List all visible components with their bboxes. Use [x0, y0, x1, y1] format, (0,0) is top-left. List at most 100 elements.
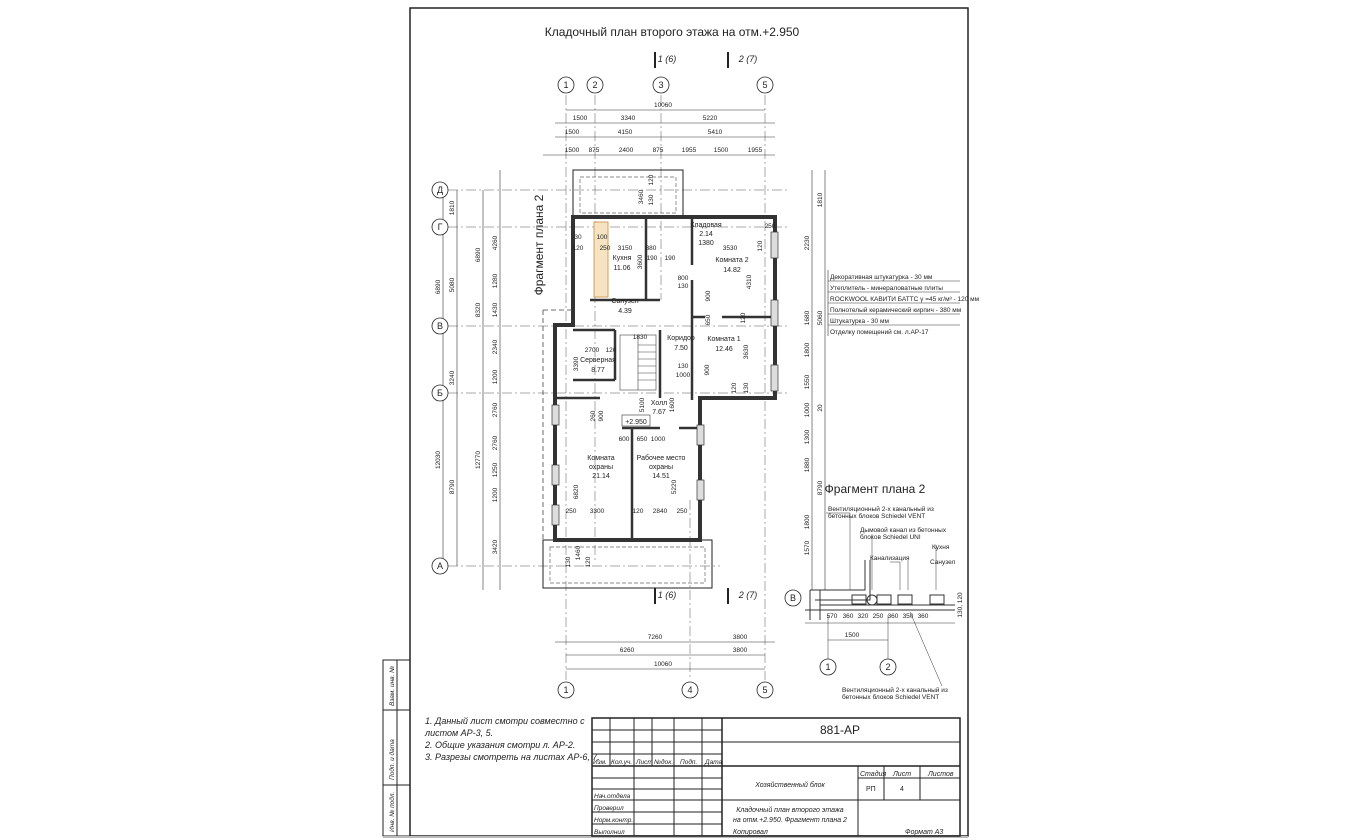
fragment-detail	[805, 512, 955, 687]
axis-grid-lines	[448, 95, 790, 680]
room-name: Комната 1	[707, 336, 740, 343]
wall-legend-row: Декоративная штукатурка - 30 мм	[830, 274, 933, 281]
dimension: 2700	[585, 347, 600, 354]
dimension: 30	[574, 234, 582, 241]
dimension: 2400	[619, 147, 634, 154]
dimension: 1300	[804, 429, 811, 444]
dimension: 3340	[621, 115, 636, 122]
room-name: охраны	[589, 464, 613, 471]
dimension-lines	[442, 109, 826, 670]
axis-label: Д	[437, 185, 443, 195]
room-name: Холл	[651, 400, 668, 407]
dimension: 1280	[492, 273, 499, 288]
general-note: 1. Данный лист смотри совместно с	[425, 716, 585, 726]
section-mark-label: 2 (7)	[738, 54, 758, 64]
axis-label: В	[437, 321, 443, 331]
stage-value: РП	[866, 786, 876, 793]
dimension: 130	[678, 283, 689, 290]
dimension: 650	[637, 436, 648, 443]
dimension: 1500	[845, 632, 860, 639]
dimension: 1500	[565, 129, 580, 136]
copied-label: Копировал	[733, 829, 768, 836]
windows	[551, 231, 779, 526]
wall-legend-lines	[827, 270, 960, 336]
dimension: 120	[731, 382, 738, 393]
dimension: 250	[873, 613, 884, 620]
title-block-role: Проверил	[594, 805, 624, 812]
side-strip	[382, 659, 411, 837]
dimension: 1460	[575, 545, 582, 560]
sheet-title: Кладочный план второго этажа на отм.+2.9…	[545, 25, 800, 39]
dimension: 8790	[449, 479, 456, 494]
project-code: 881-АР	[820, 723, 860, 737]
room-name: охраны	[649, 464, 673, 471]
dimension: 2230	[804, 235, 811, 250]
dimension: 1800	[804, 342, 811, 357]
dimension: 800	[678, 275, 689, 282]
dimension: 1570	[804, 540, 811, 555]
dimension: 380	[646, 245, 657, 252]
dimension: 6890	[475, 247, 482, 262]
axis-label: 1	[563, 80, 568, 90]
room-area: 14.51	[652, 473, 670, 480]
fragment-callout: Санузел	[930, 559, 956, 566]
room-area: 21.14	[592, 473, 610, 480]
dimension: 1810	[449, 200, 456, 215]
general-note: 3. Разрезы смотреть на листах АР-6, 7.	[425, 752, 600, 762]
dimension: 1000	[651, 436, 666, 443]
room-area: 7.50	[674, 345, 688, 352]
dimension: 5100	[639, 397, 646, 412]
fragment-title: Фрагмент плана 2	[825, 482, 926, 496]
dimension: 1550	[804, 374, 811, 389]
sheet-title-block: Кладочный план второго этажа	[736, 806, 843, 814]
dimension: 1830	[633, 334, 648, 341]
dimension: 1500	[573, 115, 588, 122]
dimension: 2340	[492, 339, 499, 354]
section-mark-label: 1 (6)	[658, 590, 677, 600]
dimension: 875	[589, 147, 600, 154]
dimension: 7260	[648, 634, 663, 641]
sheet-frame	[409, 7, 969, 837]
title-block-header: Лист	[892, 771, 911, 778]
dimension: 1250	[492, 462, 499, 477]
room-dimension: 1380	[698, 240, 714, 247]
dimension: 360	[918, 613, 929, 620]
dimension: 120	[633, 508, 644, 515]
room-name: Рабочее место	[637, 454, 686, 462]
dimension: 570	[827, 613, 838, 620]
dimension: 20	[817, 404, 824, 412]
exterior-walls	[553, 215, 777, 542]
side-strip-label: Подп. и дата	[388, 739, 396, 780]
format-label: Формат А3	[905, 829, 943, 836]
axis-label: 1	[825, 662, 830, 672]
title-block-header: Листов	[927, 771, 954, 778]
dimension: 4150	[618, 129, 633, 136]
fragment-callout: Канализация	[870, 555, 910, 562]
title-block-header: №док.	[654, 758, 673, 766]
title-block-header: Стадия	[860, 770, 886, 778]
title-block-role: Выполнил	[594, 829, 625, 836]
dimension: 190	[665, 255, 676, 262]
dimension: 1680	[804, 310, 811, 325]
dimension: 5220	[671, 479, 678, 494]
dimension: 120	[585, 556, 592, 567]
dimension: 100	[597, 234, 608, 241]
dimension: 1800	[804, 514, 811, 529]
dimension: 1600	[669, 397, 676, 412]
dimension: 8790	[817, 480, 824, 495]
section-marks	[654, 52, 729, 604]
title-block-header: Дата	[704, 759, 723, 766]
axis-label: 5	[762, 685, 767, 695]
interior-walls	[555, 217, 775, 540]
fragment-callout: Дымовой канал из бетонных	[860, 526, 947, 534]
dimension: 120	[573, 245, 584, 252]
side-strip-label: Инв. № подл.	[388, 791, 396, 832]
fragment-callout: блоков Schiedel UNI	[860, 533, 921, 541]
title-block-header: Изм.	[593, 759, 607, 766]
dimension: 3800	[733, 647, 748, 654]
room-area: 8.77	[591, 367, 605, 374]
room-area: 11.06	[614, 265, 631, 272]
dimension: 120	[740, 312, 747, 323]
dimension: 5060	[817, 310, 824, 325]
dimension: 2760	[492, 435, 499, 450]
